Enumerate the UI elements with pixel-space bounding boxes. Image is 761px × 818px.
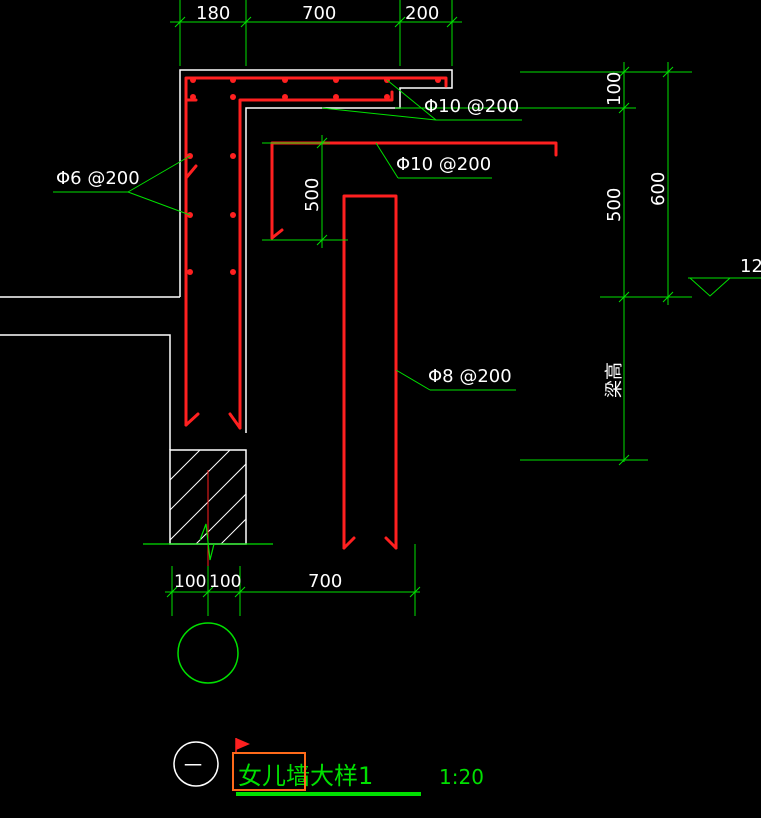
- dim-bottom-100a: 100: [174, 572, 206, 592]
- dim-right-100: 100: [604, 72, 625, 106]
- break-symbol: [199, 523, 215, 561]
- title-symbol-circle: [173, 741, 219, 787]
- rebar-dot: [384, 94, 390, 100]
- rebar-dot: [190, 94, 196, 100]
- inner-bar-hook: [228, 412, 242, 430]
- leader-lines: [53, 79, 522, 391]
- rebar-dot: [230, 269, 236, 275]
- beam-height-label: 梁高: [604, 362, 625, 398]
- rebar-dot: [435, 77, 441, 83]
- rebar-dot: [282, 77, 288, 83]
- detail-symbol-circle: [177, 622, 239, 684]
- dimension-text: 180 700 200 100 100 700 100 500 600 500 …: [174, 3, 761, 592]
- rebar-dot: [190, 77, 196, 83]
- slab-bar-hook: [270, 228, 284, 240]
- concrete-outline: [0, 69, 453, 545]
- elevation-marker: [688, 277, 761, 297]
- rebar-dot: [333, 77, 339, 83]
- title-underline: [236, 792, 421, 796]
- outer-bent-bar: [184, 76, 448, 427]
- label-slab-bars: Φ10 @200: [396, 154, 491, 175]
- label-wall-stirrups: Φ6 @200: [56, 168, 140, 189]
- rebar: [184, 76, 558, 550]
- hanging-bar: [342, 194, 398, 550]
- rebar-label-text: Φ10 @200 Φ10 @200 Φ6 @200 Φ8 @200: [56, 96, 519, 387]
- dimension-lines: [165, 0, 692, 616]
- rebar-dot: [230, 212, 236, 218]
- hanging-hook-left: [342, 536, 356, 550]
- hanging-hook-right: [384, 536, 398, 550]
- highlight-box: [232, 752, 306, 791]
- title-block: 一 女儿墙大样1 1:20: [173, 738, 484, 796]
- rebar-dot: [282, 94, 288, 100]
- slab-bottom-edge: [0, 334, 171, 450]
- flag-icon: [236, 738, 250, 750]
- dim-right-600: 600: [648, 172, 669, 206]
- rebar-dot: [230, 77, 236, 83]
- rebar-dot: [187, 269, 193, 275]
- rebar-dot: [333, 94, 339, 100]
- rebar-dots: [187, 77, 441, 275]
- rebar-dot: [230, 94, 236, 100]
- dim-bottom-100b: 100: [209, 572, 241, 592]
- rebar-dot: [230, 153, 236, 159]
- dim-top-700: 700: [302, 3, 336, 24]
- dim-slab-500: 500: [302, 178, 323, 212]
- parapet-outline: [179, 69, 453, 433]
- label-top-bars: Φ10 @200: [424, 96, 519, 117]
- elevation-label: 12: [740, 256, 761, 277]
- title-scale: 1:20: [439, 765, 484, 789]
- stirrup-hook-left: [184, 164, 198, 180]
- dim-top-180: 180: [196, 3, 230, 24]
- dim-bottom-700: 700: [308, 571, 342, 592]
- dim-top-200: 200: [405, 3, 439, 24]
- slab-top-bar: [270, 141, 558, 240]
- outer-bar-hook: [184, 412, 200, 427]
- inner-bent-bar: [238, 90, 394, 430]
- dim-right-500: 500: [604, 188, 625, 222]
- label-hanging-bars: Φ8 @200: [428, 366, 512, 387]
- title-symbol-text: 一: [184, 756, 202, 777]
